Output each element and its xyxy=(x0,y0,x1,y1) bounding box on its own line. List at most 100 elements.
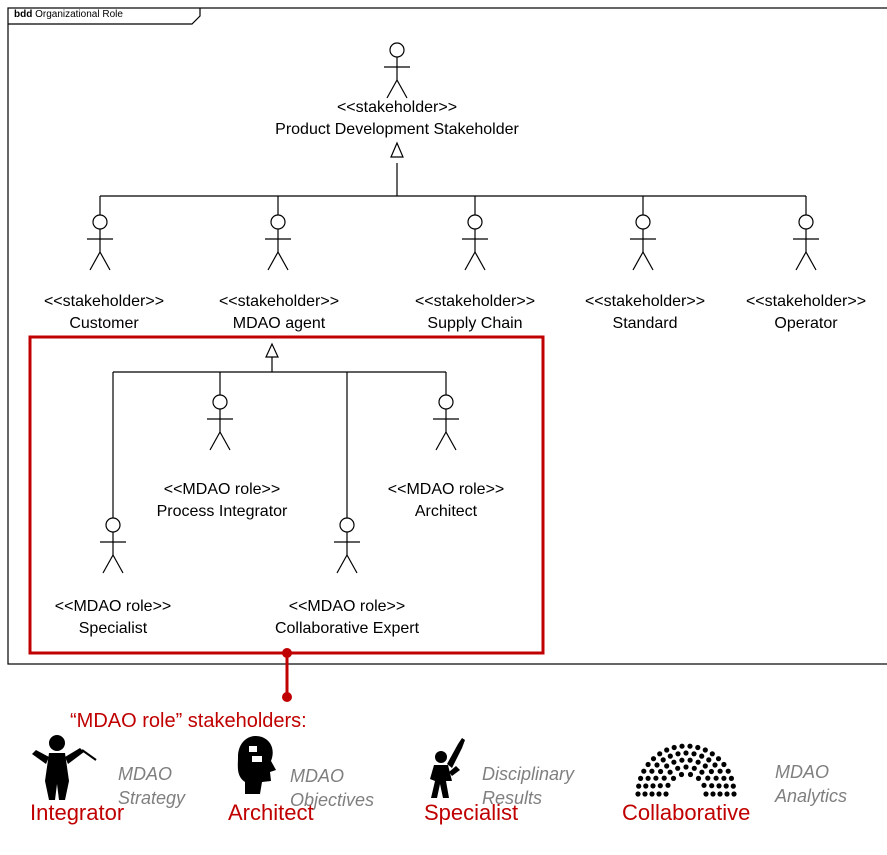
root-stakeholder-label: <<stakeholder>> Product Development Stak… xyxy=(275,97,519,141)
role-name-integrator: Integrator xyxy=(30,800,125,825)
stakeholder-customer: <<stakeholder>> Customer xyxy=(44,291,164,335)
architect-description: MDAO Objectives xyxy=(290,764,374,812)
parliament-seat xyxy=(671,744,677,751)
actor-architect xyxy=(433,394,459,451)
stakeholder-stereotype: <<stakeholder>> xyxy=(745,293,867,310)
actor-standard xyxy=(630,214,656,271)
parliament-seat xyxy=(645,775,651,781)
saxophonist-icon xyxy=(430,738,465,798)
stakeholder-name: Standard xyxy=(612,315,678,332)
actor-supply-chain xyxy=(462,214,488,271)
parliament-seat xyxy=(650,756,657,762)
diagram-frame xyxy=(7,7,887,665)
parliament-seat xyxy=(667,769,673,775)
role-stereotype: <<MDAO role>> xyxy=(54,598,172,615)
parliament-seat xyxy=(706,757,712,763)
integrator-description: MDAO Strategy xyxy=(118,762,185,810)
parliament-seat xyxy=(725,768,731,774)
parliament-seat xyxy=(699,769,705,775)
actor-root xyxy=(384,42,410,99)
parliament-seat xyxy=(636,783,642,789)
parliament-seat xyxy=(664,747,670,753)
stakeholder-name: Operator xyxy=(774,315,838,332)
parliament-seat xyxy=(717,768,723,774)
stakeholder-stereotype: <<stakeholder>> xyxy=(584,293,706,310)
mdao-role-process-integrator: <<MDAO role>> Process Integrator xyxy=(157,479,288,523)
frame-label: bdd Organizational Role xyxy=(14,9,123,21)
parliament-seat xyxy=(683,764,689,770)
stakeholder-stereotype: <<stakeholder>> xyxy=(218,293,340,310)
parliament-seat xyxy=(657,783,663,789)
parliament-seat xyxy=(671,759,677,765)
mdao-role-architect: <<MDAO role>> Architect xyxy=(388,479,505,523)
parliament-seat xyxy=(691,765,697,771)
stakeholder-standard: <<stakeholder>> Standard xyxy=(585,291,705,335)
parliament-seat xyxy=(716,783,722,789)
role-name-architect: Architect xyxy=(228,800,314,825)
parliament-seat xyxy=(650,783,656,789)
role-name: Specialist xyxy=(78,620,148,637)
parliament-seat xyxy=(642,791,648,797)
stakeholder-name: Customer xyxy=(69,315,139,332)
parliament-seat xyxy=(724,791,730,797)
stakeholder-supply-chain: <<stakeholder>> Supply Chain xyxy=(415,291,535,335)
parliament-seat xyxy=(705,775,711,781)
parliament-seat xyxy=(661,775,667,781)
parliament-seat xyxy=(699,753,705,759)
parliament-seat xyxy=(649,768,655,774)
parliament-seat xyxy=(710,791,716,797)
parliament-seat xyxy=(641,768,647,774)
actor-mdao-agent xyxy=(265,214,291,271)
parliament-seat xyxy=(645,761,651,768)
frame-name: Organizational Role xyxy=(35,9,123,20)
desc-line: Strategy xyxy=(118,788,186,808)
generalization-roles xyxy=(112,357,447,518)
parliament-seat xyxy=(670,775,677,782)
parliament-seat xyxy=(675,765,681,771)
conductor-icon xyxy=(32,735,97,800)
parliament-seat xyxy=(709,783,715,789)
generalization-arrow-roles xyxy=(265,342,279,358)
parliament-seat xyxy=(703,791,709,797)
parliament-seat xyxy=(715,756,722,762)
frame-keyword: bdd xyxy=(14,9,33,20)
stakeholder-name: Supply Chain xyxy=(427,315,523,332)
parliament-icon xyxy=(635,743,737,797)
desc-line: MDAO xyxy=(118,764,172,784)
role-name: Process Integrator xyxy=(156,503,288,520)
parliament-seat xyxy=(687,757,693,763)
actor-specialist xyxy=(100,517,126,574)
callout-title: “MDAO role” stakeholders: xyxy=(70,710,307,732)
parliament-seat xyxy=(717,791,723,797)
parliament-seat xyxy=(708,768,715,775)
role-stereotype: <<MDAO role>> xyxy=(163,481,281,498)
parliament-seat xyxy=(638,775,644,782)
parliament-seat xyxy=(658,768,664,775)
head-puzzle-icon xyxy=(237,735,276,794)
desc-line: Analytics xyxy=(775,786,848,806)
parliament-seat xyxy=(664,763,670,769)
parliament-seat xyxy=(678,771,685,778)
parliament-seat xyxy=(721,761,727,768)
desc-line: Disciplinary xyxy=(482,764,575,784)
parliament-seat xyxy=(723,783,729,789)
desc-line: MDAO xyxy=(775,762,829,782)
actor-collaborative-expert xyxy=(334,517,360,574)
parliament-seat xyxy=(695,744,701,751)
collaborative-description: MDAO Analytics xyxy=(775,760,847,808)
actor-process-integrator xyxy=(207,394,233,451)
role-stereotype: <<MDAO role>> xyxy=(288,598,406,615)
stakeholder-stereotype: <<stakeholder>> xyxy=(414,293,536,310)
parliament-seat xyxy=(657,751,663,757)
parliament-seat xyxy=(679,743,685,749)
parliament-seat xyxy=(654,762,660,768)
stakeholder-operator: <<stakeholder>> Operator xyxy=(746,291,866,335)
role-name: Collaborative Expert xyxy=(274,620,420,637)
parliament-seat xyxy=(660,757,666,763)
parliament-seat xyxy=(730,783,736,789)
parliament-seat xyxy=(695,759,701,765)
parliament-seat xyxy=(731,791,737,797)
callout-dot-bottom xyxy=(282,692,292,702)
role-stereotype: <<MDAO role>> xyxy=(387,481,505,498)
